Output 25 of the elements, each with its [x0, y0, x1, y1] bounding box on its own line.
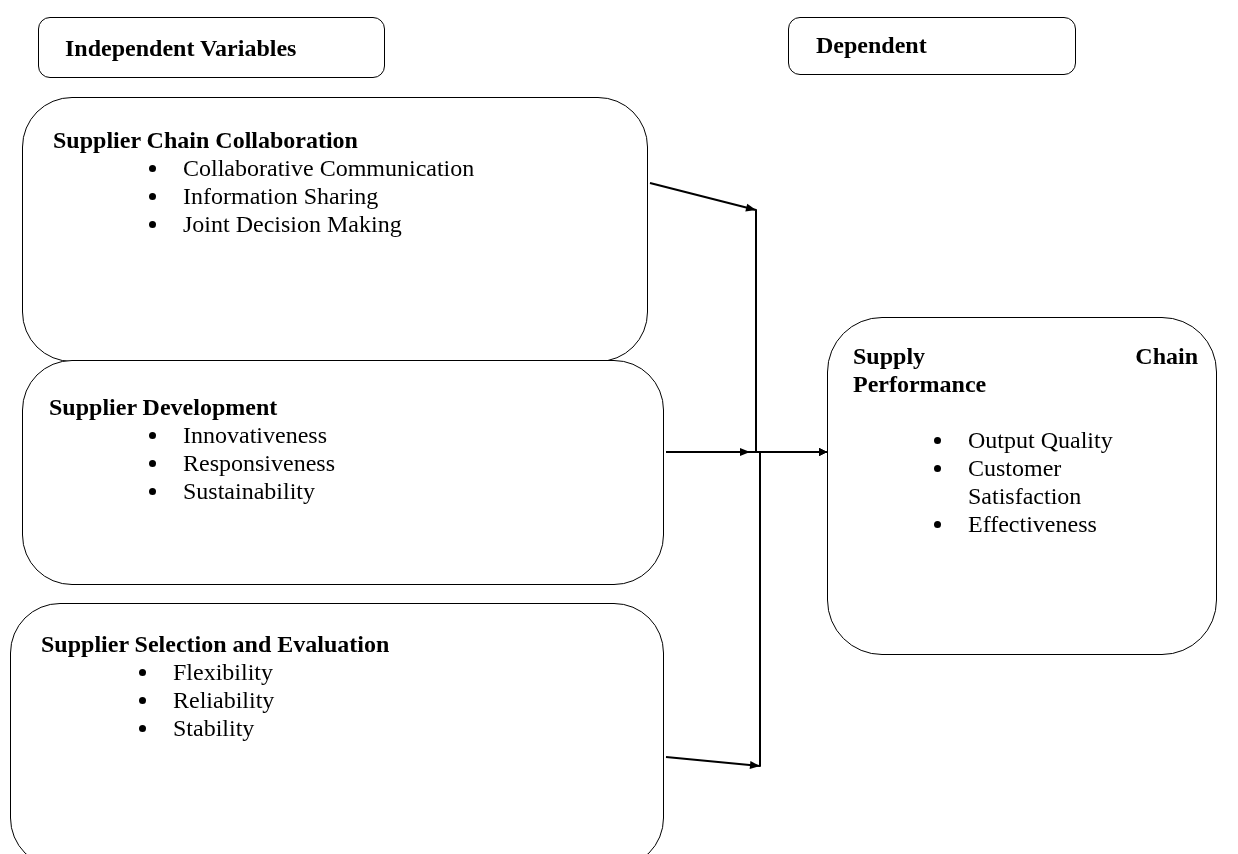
variable-box: [22, 360, 664, 585]
arrow: [665, 448, 828, 767]
box-heading: Supplier Chain Collaboration: [53, 126, 358, 154]
bullet-item: Reliability: [173, 687, 275, 713]
box-heading: Supplier Development: [49, 393, 278, 421]
variable-box: [38, 17, 385, 78]
bullet-item: Responsiveness: [183, 450, 335, 476]
bullet-item: Output Quality: [968, 427, 1113, 453]
variable-box: [22, 97, 648, 362]
bullet-item: Joint Decision Making: [183, 211, 402, 237]
bullet-item: Collaborative Communication: [183, 155, 475, 181]
bullet-item: Information Sharing: [183, 183, 379, 209]
bullet-item: Stability: [173, 715, 255, 741]
bullet-item: Flexibility: [173, 659, 273, 685]
bullet-item: Innovativeness: [183, 422, 327, 448]
box-heading: Supply Chain Performance: [853, 342, 1198, 398]
bullet-item: Customer Satisfaction: [968, 455, 1082, 509]
box-heading: Dependent: [816, 31, 927, 59]
bullet-item: Effectiveness: [968, 511, 1097, 537]
variable-box: [827, 317, 1217, 655]
variable-box: [10, 603, 664, 854]
box-heading: Independent Variables: [65, 34, 297, 62]
box-heading: Supplier Selection and Evaluation: [41, 630, 390, 658]
variable-box: [788, 17, 1076, 75]
bullet-item: Sustainability: [183, 478, 315, 504]
